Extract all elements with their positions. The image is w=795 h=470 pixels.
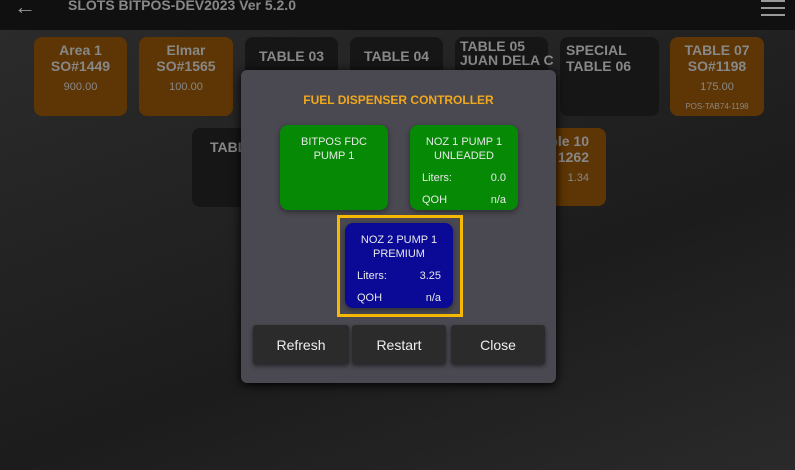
card-title: BITPOS FDC [300, 136, 367, 148]
card-title: NOZ 1 PUMP 1 [425, 136, 503, 148]
card-subtitle: UNLEADED [434, 150, 494, 162]
tile-label: TABL [210, 139, 247, 155]
tile-amount: 900.00 [63, 81, 98, 93]
qoh-value: n/a [425, 292, 441, 304]
liters-label: Liters: [357, 270, 387, 282]
pump-card-noz2[interactable]: NOZ 2 PUMP 1 PREMIUM Liters: 3.25 QOH n/a [345, 223, 453, 308]
tile-amount: 1.34 [567, 172, 589, 184]
dialog-title: FUEL DISPENSER CONTROLLER [303, 93, 494, 107]
liters-value: 0.0 [490, 172, 506, 184]
tile-order: 1262 [557, 149, 589, 165]
tile-label: TABLE 03 [258, 48, 325, 64]
app-header: ← SLOTS BITPOS-DEV2023 Ver 5.2.0 [0, 0, 795, 30]
liters-value: 3.25 [419, 270, 441, 282]
qoh-label: QOH [422, 194, 448, 206]
tile-label: TABLE 05 [460, 38, 526, 54]
tile-amount: 100.00 [169, 81, 203, 93]
tile-order: TABLE 06 [566, 58, 632, 74]
close-button[interactable]: Close [451, 325, 545, 364]
refresh-button[interactable]: Refresh [253, 325, 349, 364]
selection-highlight [337, 215, 463, 317]
qoh-value: n/a [490, 194, 506, 206]
pump-card-noz1[interactable]: NOZ 1 PUMP 1 UNLEADED Liters: 0.0 QOH n/a [410, 125, 518, 210]
pump-card-fdc[interactable]: BITPOS FDC PUMP 1 [280, 125, 388, 210]
tile-label: ble 10 [549, 133, 589, 149]
card-subtitle: PUMP 1 [313, 150, 355, 162]
card-subtitle: PREMIUM [373, 248, 425, 260]
card-title: NOZ 2 PUMP 1 [360, 234, 438, 246]
tile-order: JUAN DELA C [460, 52, 554, 68]
tile-amount: 175.00 [700, 81, 734, 93]
tile-label: SPECIAL [566, 42, 627, 58]
hamburger-menu-icon[interactable] [761, 0, 785, 21]
app-title: SLOTS BITPOS-DEV2023 Ver 5.2.0 [68, 0, 296, 13]
tile-label: TABLE 07 [684, 42, 750, 58]
tile-label: Area 1 [59, 42, 102, 58]
tile-order: SO#1565 [156, 58, 216, 74]
back-arrow-icon[interactable]: ← [14, 0, 36, 19]
tile-footer: POS-TAB74-1198 [685, 102, 749, 111]
tile-order: SO#1449 [50, 58, 111, 74]
liters-label: Liters: [422, 172, 452, 184]
qoh-label: QOH [357, 292, 383, 304]
restart-button[interactable]: Restart [352, 325, 446, 364]
tile-order: SO#1198 [687, 58, 747, 74]
tile-label: TABLE 04 [363, 48, 430, 64]
tile-label: Elmar [166, 42, 206, 58]
